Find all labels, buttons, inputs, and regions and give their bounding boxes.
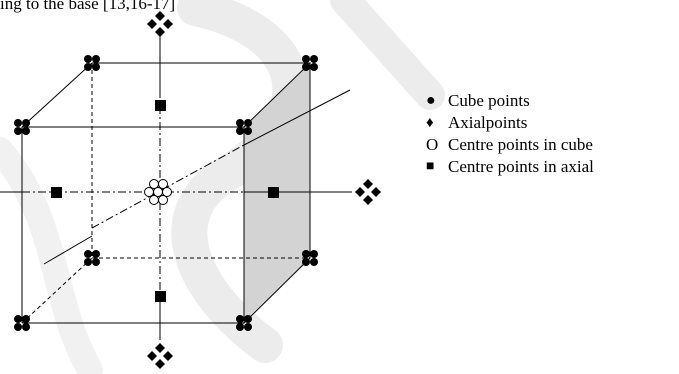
watermark-arc-3 (0, 137, 103, 374)
centre-cube-circle-icon (158, 179, 168, 189)
centre-cube-circle-icon (144, 187, 154, 197)
centre-cube-circle-icon (158, 195, 168, 205)
filled-circle-icon: ● (426, 92, 436, 109)
edge-top-left (21, 62, 93, 128)
legend-item-cube-points: ● Cube points (426, 90, 594, 112)
hidden-edge-diagonal (21, 257, 93, 324)
axial-point-icon (147, 343, 173, 369)
axis-depth-dashed (91, 144, 245, 229)
centre-cube-points (144, 179, 172, 205)
filled-square-icon: ■ (426, 159, 435, 174)
visible-edges (21, 62, 310, 324)
legend-item-centre-points-axial: ■ Centre points in axial (426, 156, 594, 178)
watermark-arc-1 (171, 0, 309, 363)
legend-item-axial-points: ♦ Axialpoints (426, 112, 594, 134)
legend-label: Cube points (448, 91, 530, 110)
legend-label: Axialpoints (448, 113, 528, 132)
watermark-arcs (0, 0, 445, 374)
axis-depth-lower (43, 235, 93, 265)
hidden-edges (21, 63, 310, 324)
centre-axial-square-icon (155, 100, 166, 111)
open-circle-icon: O (426, 135, 439, 154)
legend-label: Centre points in cube (448, 135, 593, 154)
centre-cube-circle-icon (162, 187, 172, 197)
axial-point-icon (355, 179, 381, 205)
centre-axial-square-icon (155, 291, 166, 302)
diamond-icon: ♦ (426, 115, 434, 131)
watermark-arc-2 (330, 0, 445, 110)
centre-axial-points (51, 100, 279, 302)
legend-label: Centre points in axial (448, 157, 594, 176)
legend-item-centre-points-cube: O Centre points in cube (426, 134, 594, 156)
axis-depth-upper (243, 89, 351, 146)
centre-axial-square-icon (268, 187, 279, 198)
centre-cube-circle-icon (149, 195, 159, 205)
centre-axial-square-icon (51, 187, 62, 198)
legend: ● Cube points ♦ Axialpoints O Centre poi… (426, 90, 594, 178)
caption-text: ing to the base [13,16-17] (0, 0, 176, 13)
axial-point-icon (147, 11, 173, 37)
